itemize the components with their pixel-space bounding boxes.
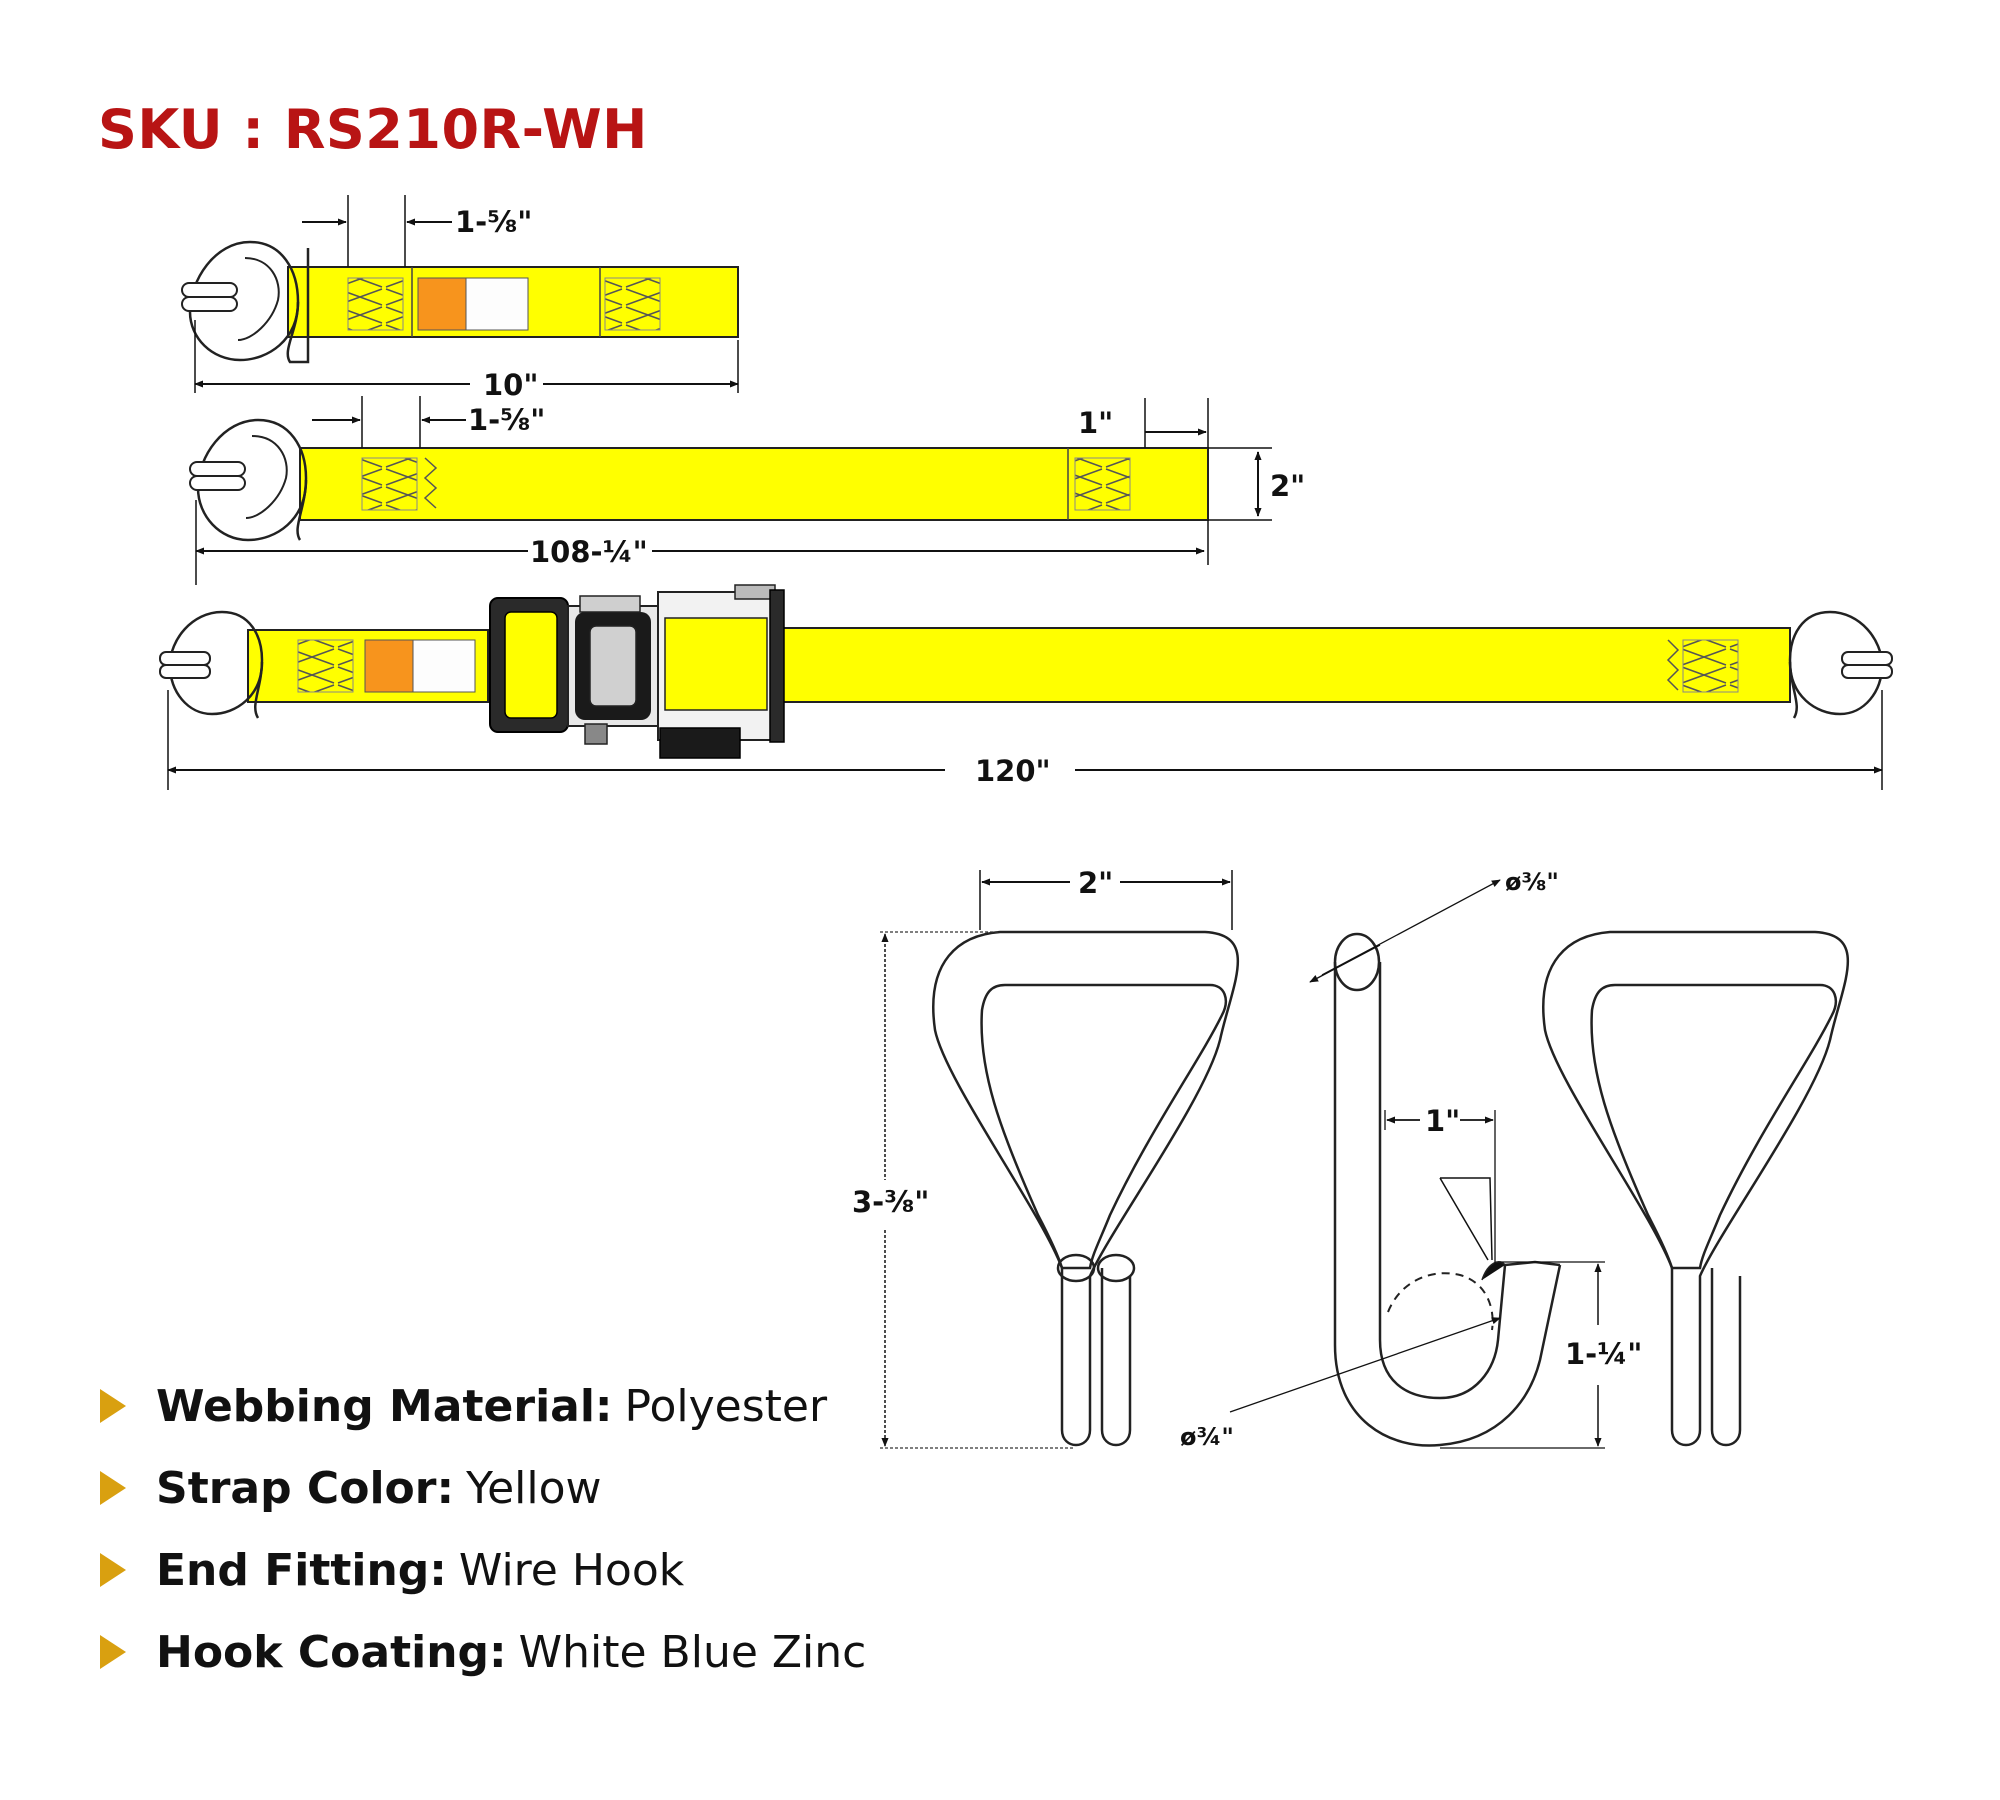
spec-value: Yellow — [466, 1462, 602, 1514]
ratchet-buckle-icon — [489, 584, 785, 759]
short-strap: 1-⅝" 10" — [181, 195, 739, 402]
assembled-left-wire-hook-icon — [159, 610, 264, 719]
spec-value: Wire Hook — [458, 1544, 685, 1596]
spec-item-strap-color: Strap Color: Yellow — [100, 1447, 866, 1529]
label-orange — [364, 639, 414, 693]
long-strap-webbing — [299, 447, 1209, 521]
wire-hook-back-view-icon — [1542, 930, 1850, 1447]
label-white — [465, 277, 529, 331]
stitch-box — [361, 457, 418, 511]
spec-label: End Fitting: — [156, 1544, 447, 1596]
dim-short-length: 10" — [483, 368, 538, 402]
dim-long-end: 1" — [1078, 406, 1113, 440]
dim-assembled-length: 120" — [975, 754, 1051, 788]
stitch-box — [297, 639, 354, 693]
stitch-box — [604, 277, 661, 331]
dim-long-length: 108-¼" — [530, 535, 648, 569]
dim-hook-width: 2" — [1078, 866, 1113, 900]
zigzag-stitch — [423, 457, 438, 509]
dim-long-stitch: 1-⅝" — [468, 403, 545, 437]
wire-hook-side-view-icon — [1333, 932, 1562, 1447]
zigzag-stitch — [1666, 639, 1680, 691]
dim-wire-diameter: ø⅜" — [1505, 868, 1559, 896]
dim-hook-depth: 1-¼" — [1565, 1337, 1642, 1371]
bullet-arrow-icon — [100, 1553, 126, 1587]
assembled-webbing-right — [759, 627, 1791, 703]
assembled-strap: 120" — [159, 584, 1893, 790]
dim-strap-width: 2" — [1270, 469, 1305, 503]
spec-label: Hook Coating: — [156, 1626, 507, 1678]
label-white — [412, 639, 476, 693]
spec-item-end-fitting: End Fitting: Wire Hook — [100, 1529, 866, 1611]
long-strap: 1-⅝" 1" 2" 108-¼" — [189, 396, 1305, 585]
bullet-arrow-icon — [100, 1635, 126, 1669]
bullet-arrow-icon — [100, 1471, 126, 1505]
wire-hook-front-view-icon — [932, 930, 1240, 1447]
spec-value: White Blue Zinc — [518, 1626, 867, 1678]
hook-front-dimensions: 2" 3-⅜" — [852, 866, 1233, 1449]
dim-short-stitch: 1-⅝" — [455, 205, 532, 239]
dim-hook-height: 3-⅜" — [852, 1185, 929, 1219]
spec-label: Strap Color: — [156, 1462, 455, 1514]
hook-side-dimensions: ø⅜" 1" 1-¼" ø¾" — [1180, 868, 1642, 1451]
label-orange — [417, 277, 467, 331]
long-strap-wire-hook-icon — [189, 418, 308, 542]
short-strap-wire-hook-icon — [181, 240, 310, 364]
spec-item-webbing-material: Webbing Material: Polyester — [100, 1365, 866, 1447]
stitch-box — [1682, 639, 1739, 693]
dim-hook-throat: 1" — [1425, 1104, 1460, 1138]
stitch-box — [1074, 457, 1131, 511]
stitch-box — [347, 277, 404, 331]
spec-list: Webbing Material: Polyester Strap Color:… — [100, 1365, 866, 1693]
spec-label: Webbing Material: — [156, 1380, 613, 1432]
sku-title: SKU : RS210R-WH — [98, 98, 648, 161]
bullet-arrow-icon — [100, 1389, 126, 1423]
dim-hook-bend-diameter: ø¾" — [1180, 1423, 1234, 1451]
spec-value: Polyester — [624, 1380, 828, 1432]
spec-item-hook-coating: Hook Coating: White Blue Zinc — [100, 1611, 866, 1693]
assembled-right-wire-hook-icon — [1788, 610, 1893, 719]
